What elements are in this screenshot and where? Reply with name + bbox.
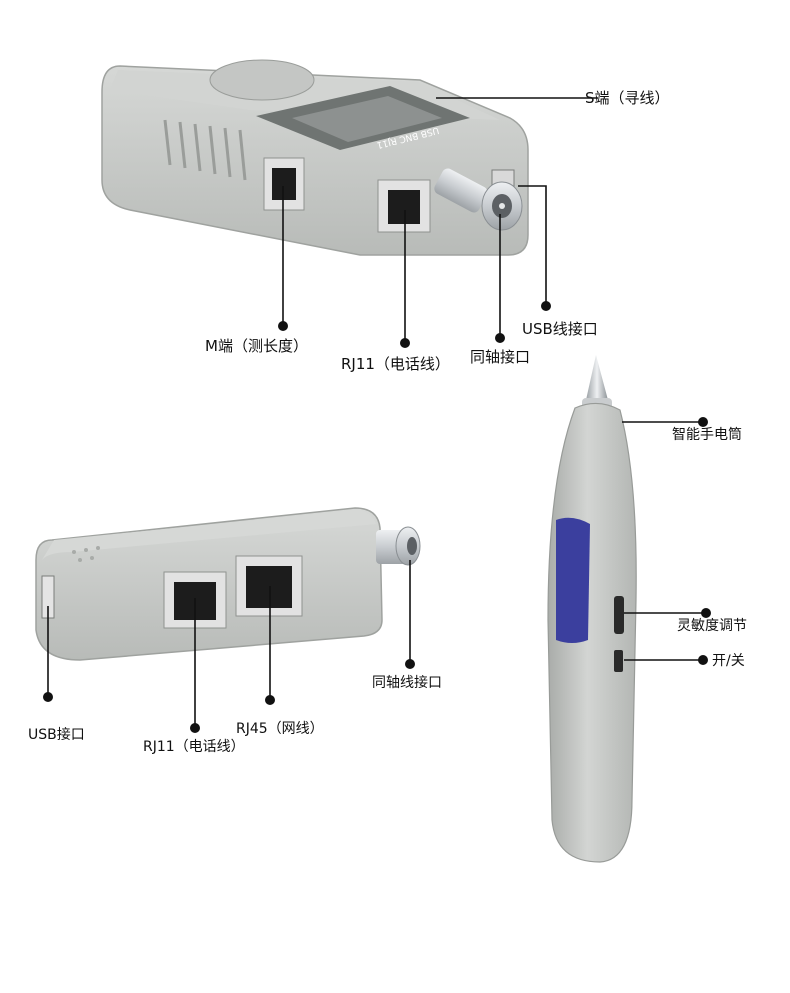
speaker-dots [72, 546, 100, 562]
label-main-usb: USB线接口 [522, 320, 598, 338]
label-power-switch: 开/关 [712, 653, 745, 669]
remote-unit [35, 507, 421, 661]
label-remote-coax: 同轴线接口 [372, 675, 442, 691]
power-switch [614, 650, 623, 672]
remote-callouts [47, 560, 411, 728]
grip-ribs [163, 119, 247, 181]
label-flashlight: 智能手电筒 [672, 427, 742, 443]
probe-callout-dots [698, 417, 711, 665]
label-remote-rj11: RJ11（电话线） [143, 739, 245, 755]
callout-dots [278, 301, 551, 348]
label-remote-usb: USB接口 [28, 727, 85, 743]
probe-callouts [622, 421, 706, 661]
rj11-port-hole [388, 190, 420, 224]
label-main-coax: 同轴接口 [470, 348, 531, 366]
label-s-port: S端（寻线） [585, 89, 670, 107]
top-dial-button [209, 59, 315, 101]
remote-top-face [42, 510, 376, 560]
label-main-rj11: RJ11（电话线） [341, 355, 450, 373]
label-m-port: M端（测长度） [205, 337, 308, 355]
bnc-connector [434, 168, 523, 231]
lcd-screen [292, 96, 442, 142]
main-tester-callouts [282, 97, 598, 343]
m-end-port-hole [272, 168, 296, 200]
remote-callout-dots [43, 659, 415, 733]
brand-badge [556, 517, 590, 643]
remote-bnc-connector [376, 526, 421, 566]
probe-tip [586, 355, 608, 400]
label-sensitivity: 灵敏度调节 [677, 618, 747, 634]
remote-rj45-hole [246, 566, 292, 608]
main-tester-unit: USB BNC RJ11 [101, 59, 529, 256]
label-remote-rj45: RJ45（网线） [236, 721, 324, 737]
sensitivity-wheel [614, 596, 624, 634]
probe-unit [547, 355, 637, 863]
